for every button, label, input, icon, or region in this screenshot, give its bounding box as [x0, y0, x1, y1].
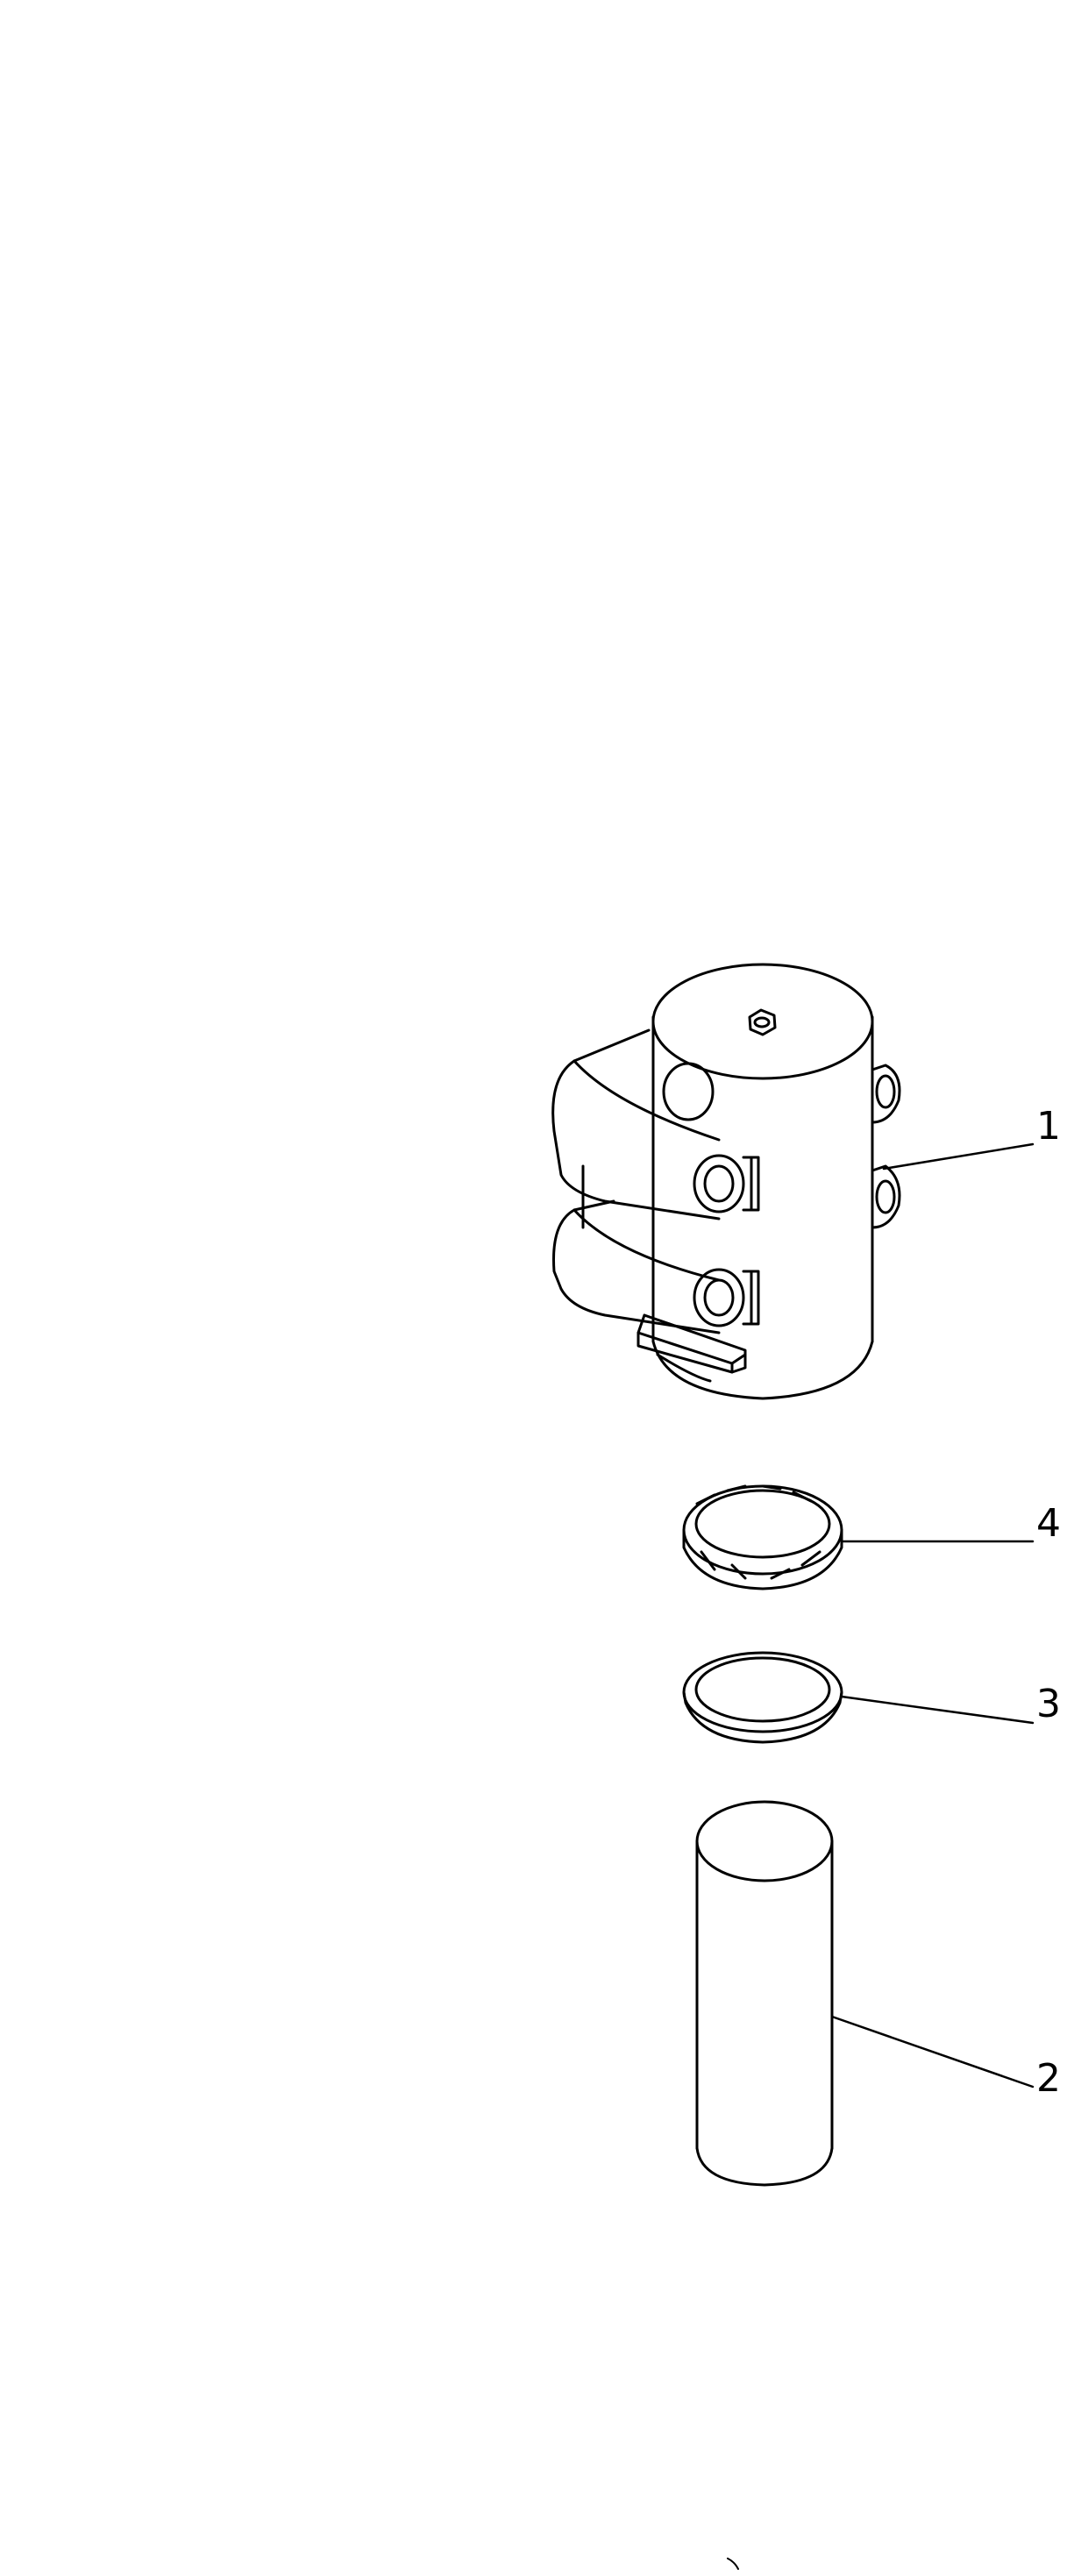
callout-label-4: 4 — [1036, 1501, 1061, 1546]
part-4-ring — [682, 1484, 843, 1590]
callout-label-3: 3 — [1036, 1682, 1061, 1726]
leader-line-2 — [830, 2015, 1035, 2089]
leader-line-3 — [840, 1695, 1035, 1725]
leader-lines — [830, 1142, 1035, 2089]
leader-line-1 — [882, 1142, 1035, 1171]
part-2-shaft — [695, 1800, 834, 2187]
callout-label-1: 1 — [1036, 1104, 1061, 1149]
part-1-housing — [551, 963, 901, 1400]
callout-label-2: 2 — [1036, 2056, 1061, 2101]
top-nut-icon — [748, 1008, 777, 1036]
part-3-seal — [682, 1651, 843, 1744]
stray-mark — [727, 2558, 739, 2570]
